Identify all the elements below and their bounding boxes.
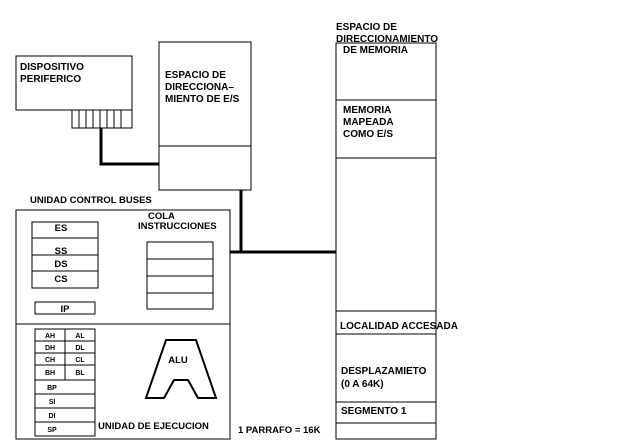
register-sp: SP — [47, 427, 57, 434]
ip-label: IP — [61, 304, 71, 315]
ip-register: IP — [34, 301, 96, 315]
segment-label: SEGMENTO 1 — [341, 406, 407, 417]
memory-title-3: DE MEMORIA — [343, 45, 408, 56]
eu-title: UNIDAD DE EJECUCION — [98, 421, 209, 432]
instruction-queue: COLA INSTRUCCIONES — [138, 211, 217, 310]
peripheral-device: DISPOSITIVO PERIFERICO — [15, 55, 133, 129]
register-dh: DH — [45, 345, 55, 352]
register-dl: DL — [75, 345, 85, 352]
accessed-location-label: LOCALIDAD ACCESADA — [340, 321, 458, 332]
register-cl: CL — [75, 357, 85, 364]
offset-label-2: (0 A 64K) — [341, 379, 384, 390]
queue-label-1: COLA — [148, 211, 175, 222]
register-bh: BH — [45, 370, 55, 377]
offset-label-1: DESPLAZAMIETO — [341, 366, 427, 377]
register-ss: SS — [55, 246, 68, 257]
register-di: DI — [49, 413, 56, 420]
device-label-2: PERIFERICO — [20, 74, 81, 85]
register-bp: BP — [47, 385, 57, 392]
device-to-io-line — [99, 128, 159, 166]
memory-address-space: ESPACIO DE DIRECCIONAMIENTO DE MEMORIA M… — [335, 22, 458, 440]
alu-label: ALU — [168, 355, 188, 366]
io-address-space: ESPACIO DE DIRECCIONA– MIENTO DE E/S — [158, 41, 252, 191]
mapped-label-2: MAPEADA — [343, 117, 394, 128]
register-ch: CH — [45, 357, 55, 364]
io-label-1: ESPACIO DE — [165, 70, 226, 81]
register-bl: BL — [75, 370, 85, 377]
alu: ALU — [144, 339, 218, 399]
mapped-label-3: COMO E/S — [343, 129, 393, 140]
register-ds: DS — [54, 259, 67, 270]
biu-title: UNIDAD CONTROL BUSES — [30, 195, 152, 206]
footnote: 1 PARRAFO = 16K — [238, 425, 321, 436]
register-si: SI — [49, 399, 56, 406]
general-registers: AH AL DH DL CH CL BH BL BP SI DI SP — [34, 328, 96, 437]
register-al: AL — [75, 333, 85, 340]
segment-registers: ES SS DS CS — [31, 221, 99, 289]
device-label-1: DISPOSITIVO — [20, 62, 84, 73]
register-ah: AH — [45, 333, 55, 340]
io-label-3: MIENTO DE E/S — [165, 94, 240, 105]
register-cs: CS — [54, 274, 67, 285]
io-label-2: DIRECCIONA– — [165, 82, 234, 93]
register-es: ES — [55, 223, 68, 234]
memory-title-2: DIRECCIONAMIENTO — [336, 34, 438, 45]
queue-label-2: INSTRUCCIONES — [138, 221, 217, 232]
memory-title-1: ESPACIO DE — [336, 22, 397, 33]
mapped-label-1: MEMORIA — [343, 105, 391, 116]
